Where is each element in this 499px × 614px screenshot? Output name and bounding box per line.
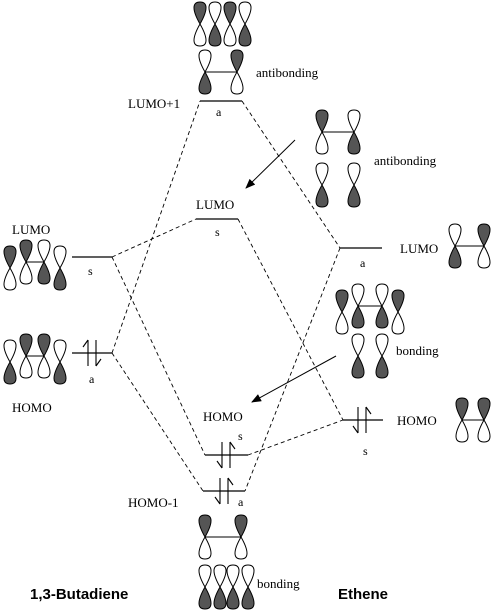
- label-lumo-plus1: LUMO+1: [128, 96, 180, 111]
- electron-pair-homo-butadiene: [82, 339, 102, 367]
- label-homo-ethene: HOMO: [397, 413, 437, 428]
- orbital-butadiene-lumo: [3, 239, 67, 291]
- label-lumo-ethene: LUMO: [400, 241, 438, 256]
- antibonding-pointer-arrow: [245, 139, 296, 189]
- symmetry-homo-minus1: a: [238, 495, 244, 509]
- orbital-ethene-bonding-bottom: [351, 333, 389, 379]
- orbital-ethene-antibonding-bottom: [315, 162, 361, 208]
- correlation-line: [244, 247, 341, 492]
- label-lumo-middle: LUMO: [196, 197, 234, 212]
- symmetry-lumo-ethene: a: [360, 256, 366, 270]
- title-butadiene: 1,3-Butadiene: [30, 586, 128, 603]
- label-homo-middle: HOMO: [203, 409, 243, 424]
- label-ethene-bonding: bonding: [396, 343, 439, 358]
- orbital-butadiene-homo: [3, 333, 67, 385]
- orbital-ethene-lumo: [448, 223, 491, 269]
- orbital-ethene-antibonding-top: [315, 109, 361, 155]
- orbital-bottom-bonding-bottom: [198, 564, 255, 610]
- symmetry-lumo-butadiene: s: [88, 264, 93, 278]
- electron-pair-homo-ethene: [352, 406, 372, 434]
- correlation-line: [237, 218, 344, 421]
- label-ethene-antibonding: antibonding: [374, 153, 437, 168]
- orbital-lumo-plus1-bottom: [198, 49, 244, 95]
- bonding-pointer-arrow: [251, 355, 337, 403]
- electron-pair-homo-minus1: [214, 477, 234, 505]
- title-ethene: Ethene: [338, 586, 388, 603]
- correlation-line: [111, 218, 197, 258]
- correlation-line: [111, 100, 201, 354]
- symmetry-lumo-middle: s: [215, 225, 220, 239]
- orbital-bottom-bonding-top: [198, 514, 248, 560]
- label-lumo-butadiene: LUMO: [12, 222, 50, 237]
- correlation-line: [111, 256, 206, 456]
- electron-pair-homo-middle: [216, 441, 236, 469]
- label-top-antibonding: antibonding: [256, 65, 319, 80]
- label-homo-butadiene: HOMO: [12, 400, 52, 415]
- label-homo-minus1: HOMO-1: [128, 495, 179, 510]
- orbital-lumo-plus1-top: [193, 1, 252, 47]
- correlation-line: [247, 419, 344, 456]
- orbital-ethene-homo: [455, 397, 491, 443]
- symmetry-homo-ethene: s: [363, 444, 368, 458]
- symmetry-homo-butadiene: a: [89, 372, 95, 386]
- label-bottom-bonding: bonding: [257, 576, 300, 591]
- symmetry-homo-middle: s: [238, 429, 243, 443]
- correlation-line: [241, 100, 341, 249]
- symmetry-lumo-plus1: a: [216, 105, 222, 119]
- orbital-ethene-bonding-top: [335, 283, 405, 335]
